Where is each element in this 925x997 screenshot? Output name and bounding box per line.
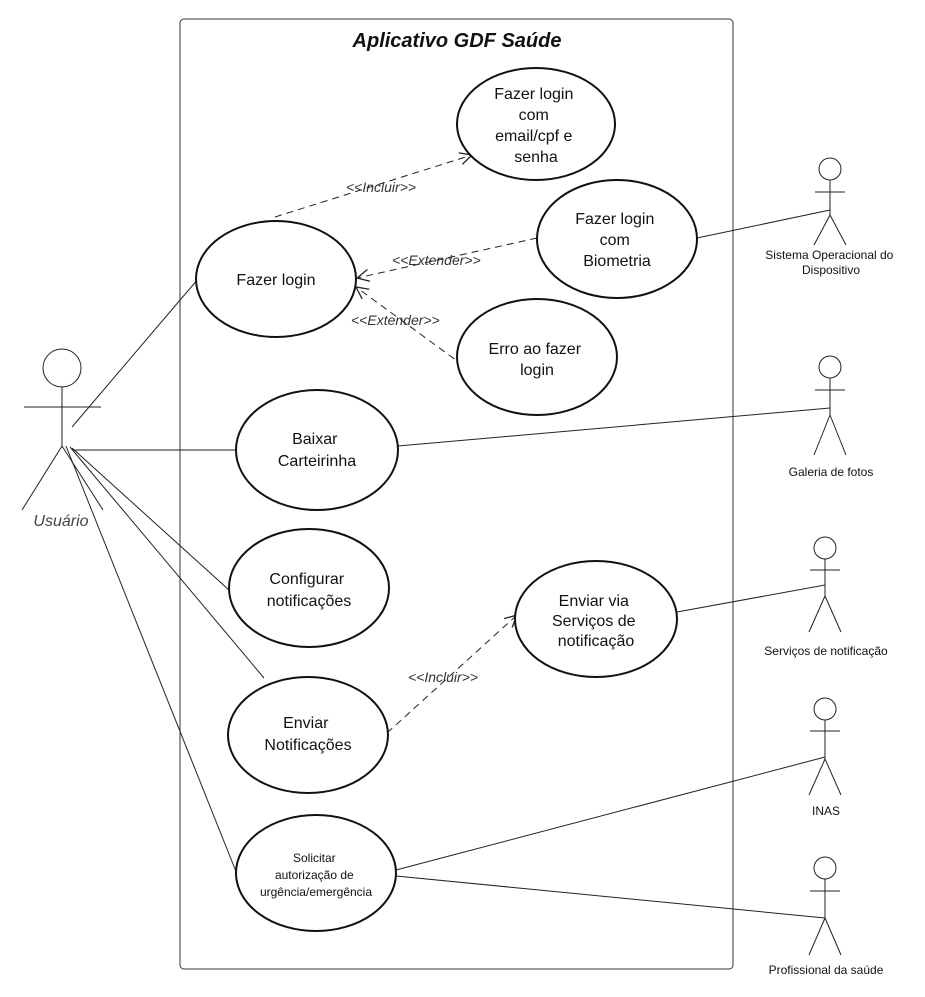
- actor-sistema-operacional[interactable]: [813, 157, 847, 246]
- actor-usuario-head: [42, 348, 82, 388]
- use-case-login-email[interactable]: Fazer login com email/cpf e senha: [456, 67, 616, 181]
- use-case-enviar-notificacoes[interactable]: Enviar Notificações: [227, 676, 389, 794]
- actor-galeria-label: Galeria de fotos: [789, 465, 874, 479]
- rel-extender-erro-login: [356, 287, 465, 367]
- actor-usuario-label: Usuário: [33, 513, 88, 530]
- use-case-baixar-carteirinha[interactable]: Baixar Carteirinha: [235, 389, 399, 511]
- svg-text:Fazer login com em: Fazer login com email/cpf e senha: [494, 86, 578, 166]
- assoc-usuario-enviar: [69, 446, 265, 679]
- svg-text:Baixar Carteirinha: Baixar Carteirinha: [278, 431, 356, 470]
- use-case-solicitar-autorizacao[interactable]: Solicitar autorização de urgência/emergê…: [235, 814, 397, 932]
- assoc-bio-sistema: [696, 209, 831, 239]
- svg-text:Erro ao fazer login: Erro ao fazer login: [489, 341, 586, 379]
- svg-text:Fazer login com Bi: Fazer login com Biometria: [575, 211, 659, 270]
- actor-profissional-label: Profissional da saúde: [769, 963, 884, 977]
- assoc-solicitar-profissional: [395, 875, 826, 919]
- assoc-enviarvia-servicos: [676, 584, 826, 613]
- assoc-usuario-solicitar: [65, 445, 238, 875]
- actor-usuario[interactable]: [21, 348, 104, 511]
- use-case-enviar-via-servicos[interactable]: Enviar via Serviços de notificação: [514, 560, 678, 678]
- assoc-usuario-configurar: [71, 447, 230, 591]
- svg-text:Enviar Notificações: Enviar Notificações: [264, 715, 351, 754]
- svg-text:Solicitar autorização de: Solicitar autorização de urgência/emergê…: [260, 851, 372, 899]
- actor-inas-label: INAS: [812, 804, 840, 818]
- label-incluir-1: <<Incluir>>: [346, 179, 416, 195]
- associations: [65, 209, 831, 919]
- use-case-login[interactable]: Fazer login: [195, 220, 357, 338]
- actor-sistema-label: Sistema Operacional do Dispositivo: [765, 248, 896, 277]
- svg-text:Enviar via Serviços de: Enviar via Serviços de notificação: [552, 593, 640, 650]
- rel-incluir-login-email: [274, 155, 472, 218]
- dependencies: [274, 155, 538, 734]
- label-extender-2: <<Extender>>: [351, 312, 440, 328]
- actor-inas[interactable]: [808, 697, 842, 796]
- assoc-solicitar-inas: [395, 756, 826, 871]
- actor-profissional-saude[interactable]: [808, 856, 842, 956]
- svg-text:Fazer login: Fazer login: [236, 272, 315, 289]
- svg-text:Configurar notificações: Configurar notificações: [267, 571, 352, 610]
- rel-extender-bio-login: [357, 237, 538, 278]
- rel-incluir-enviar-via: [386, 615, 517, 734]
- actor-galeria-fotos[interactable]: [813, 355, 847, 456]
- system-boundary: [179, 18, 734, 970]
- assoc-baixar-galeria: [397, 407, 831, 447]
- system-title: Aplicativo GDF Saúde: [352, 30, 562, 52]
- use-case-configurar-notificacoes[interactable]: Configurar notificações: [228, 528, 390, 648]
- actor-servicos-notificacao[interactable]: [808, 536, 842, 633]
- assoc-usuario-login: [71, 278, 199, 428]
- label-incluir-2: <<Incluir>>: [408, 669, 478, 685]
- label-extender-1: <<Extender>>: [392, 252, 481, 268]
- use-case-erro-login[interactable]: Erro ao fazer login: [456, 298, 618, 416]
- actor-servicos-label: Serviços de notificação: [764, 644, 888, 658]
- use-case-login-biometria[interactable]: Fazer login com Biometria: [536, 179, 698, 299]
